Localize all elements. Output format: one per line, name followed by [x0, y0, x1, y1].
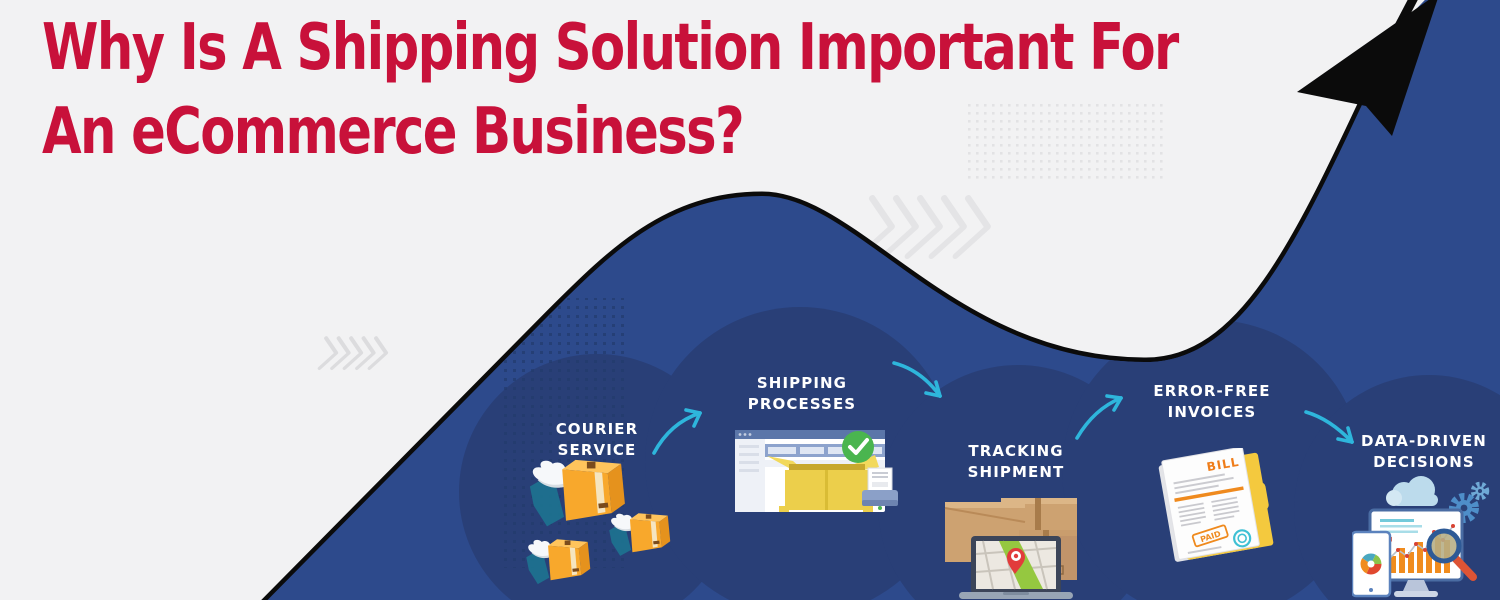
step-label-data-driven-decisions: DATA-DRIVEN DECISIONS — [1361, 432, 1487, 471]
flow-arrow-3 — [1075, 394, 1123, 440]
boxes-laptop-map-pin-icon — [944, 498, 1077, 599]
flow-arrow-2 — [892, 361, 942, 398]
step-label-error-free-invoices: ERROR-FREE INVOICES — [1153, 382, 1271, 421]
step-label-shipping-processes: SHIPPING PROCESSES — [747, 374, 857, 413]
magnifier-icon — [1426, 528, 1477, 581]
dot-grid-light — [968, 101, 1166, 179]
gears-icon — [1449, 481, 1490, 523]
laptop-map-icon — [959, 536, 1073, 599]
flow-arrow-4 — [1304, 410, 1354, 444]
tablet-pie-chart-icon — [1352, 530, 1392, 598]
growth-arrow-head-icon — [1297, 0, 1438, 136]
step-label-tracking-shipment: TRACKING SHIPMENT — [967, 442, 1065, 481]
bill-text: BILL — [1206, 455, 1241, 475]
title-line-2: An eCommerce Business? — [42, 95, 745, 169]
flow-arrow-1 — [652, 408, 702, 455]
step-label-courier-service: COURIER SERVICE — [555, 420, 639, 459]
printer-icon — [862, 467, 898, 510]
analytics-monitor-magnifier-icon — [1352, 476, 1490, 598]
paid-stamp-icon: PAID — [1191, 524, 1229, 548]
seal-stamp-icon — [1233, 529, 1252, 548]
bill-paid-invoice-icon: BILL PAID — [1158, 448, 1274, 562]
winged-parcel-boxes-icon — [526, 459, 671, 585]
title-line-1: Why Is A Shipping Solution Important For — [42, 11, 1179, 85]
chevron-decoration-left — [317, 336, 389, 370]
cloud-icon — [1386, 476, 1438, 506]
browser-package-checkmark-icon — [735, 430, 898, 512]
checkmark-icon — [842, 431, 874, 463]
page-title: Why Is A Shipping Solution Important For… — [42, 6, 1462, 174]
